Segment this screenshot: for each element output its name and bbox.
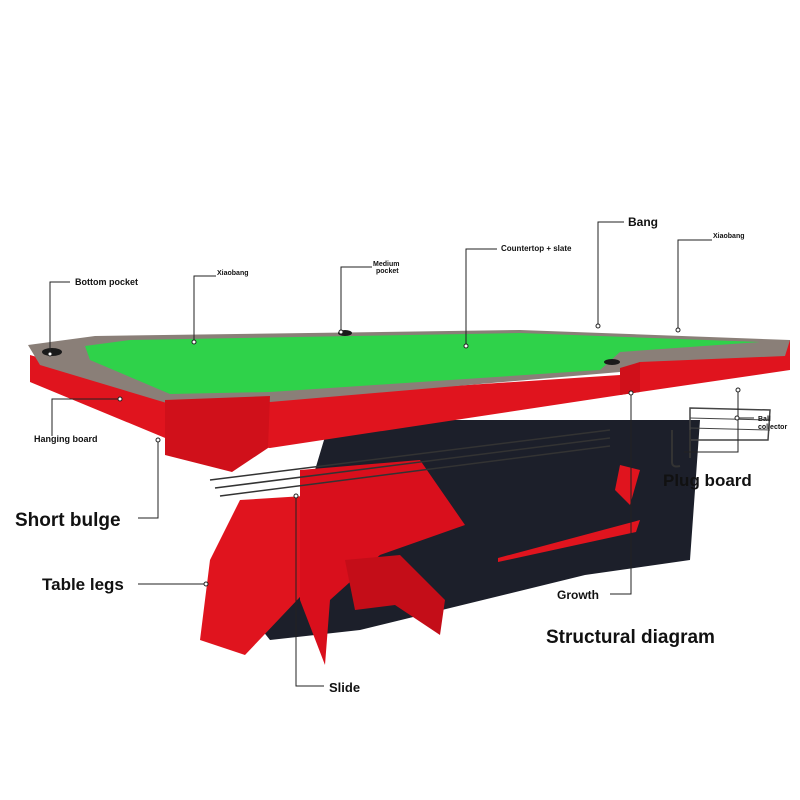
base-stripe	[498, 520, 640, 562]
leader-slide	[295, 496, 324, 687]
front-table-foot	[345, 555, 445, 635]
leader-plug-board	[684, 390, 739, 453]
label-ball-collector-line2: collector	[758, 424, 788, 431]
label-ball-collector-line1: Ball	[758, 416, 771, 423]
leader-dot	[191, 339, 197, 345]
label-bottom-pocket: Bottom pocket	[75, 277, 138, 287]
ball-collector-rack	[689, 407, 771, 441]
front-corner-block	[165, 396, 270, 472]
label-hanging-board: Hanging board	[34, 434, 98, 444]
ball-return-rod	[219, 445, 611, 497]
label-medium-pocket-line2: pocket	[376, 268, 399, 275]
label-countertop-slate: Countertop + slate	[501, 244, 572, 253]
ball-collector-rack	[689, 427, 771, 431]
bottom-pocket-shape	[42, 348, 62, 356]
leader-dot	[155, 437, 161, 443]
ball-collector-rack	[689, 417, 771, 421]
label-bang: Bang	[628, 215, 658, 229]
leader-dot	[675, 327, 681, 333]
base-stripe	[615, 465, 640, 505]
leader-dot	[735, 387, 741, 393]
plug-board-hook	[671, 430, 681, 468]
label-xiaobang-right: Xiaobang	[713, 233, 745, 240]
leader-medium-pocket	[340, 266, 372, 332]
ball-return-rod	[214, 437, 611, 489]
leader-dot	[117, 396, 123, 402]
leader-bang	[597, 221, 624, 326]
leader-dot	[293, 493, 299, 499]
label-plug-board: Plug board	[663, 471, 752, 490]
label-medium-pocket-line1: Medium	[373, 261, 400, 268]
leader-dot	[47, 351, 53, 357]
leader-dots	[47, 323, 741, 587]
leader-dot	[338, 329, 344, 335]
diagram-title: Structural diagram	[546, 627, 715, 648]
ball-return-rod	[209, 429, 611, 481]
label-short-bulge: Short bulge	[15, 510, 121, 531]
leader-countertop	[465, 248, 497, 346]
leader-short-bulge	[138, 440, 159, 519]
label-slide: Slide	[329, 680, 361, 695]
leader-hanging-board	[51, 398, 120, 436]
leader-dot	[595, 323, 601, 329]
leader-dot	[628, 390, 634, 396]
felt-surface	[85, 333, 760, 394]
leader-bottom-pocket	[49, 281, 70, 354]
label-growth: Growth	[557, 588, 599, 602]
leader-growth	[610, 393, 632, 595]
leader-xiaobang-right	[677, 239, 712, 330]
label-table-legs: Table legs	[42, 575, 124, 594]
front-table-leg	[300, 460, 465, 665]
front-middle-pocket-shape	[604, 359, 620, 365]
label-xiaobang-left: Xiaobang	[217, 270, 249, 277]
leader-lines	[49, 221, 754, 687]
leader-dot	[734, 415, 740, 421]
leader-dot	[203, 581, 209, 587]
right-corner-block	[620, 362, 640, 395]
leader-xiaobang-left	[193, 275, 216, 342]
leader-dot	[463, 343, 469, 349]
